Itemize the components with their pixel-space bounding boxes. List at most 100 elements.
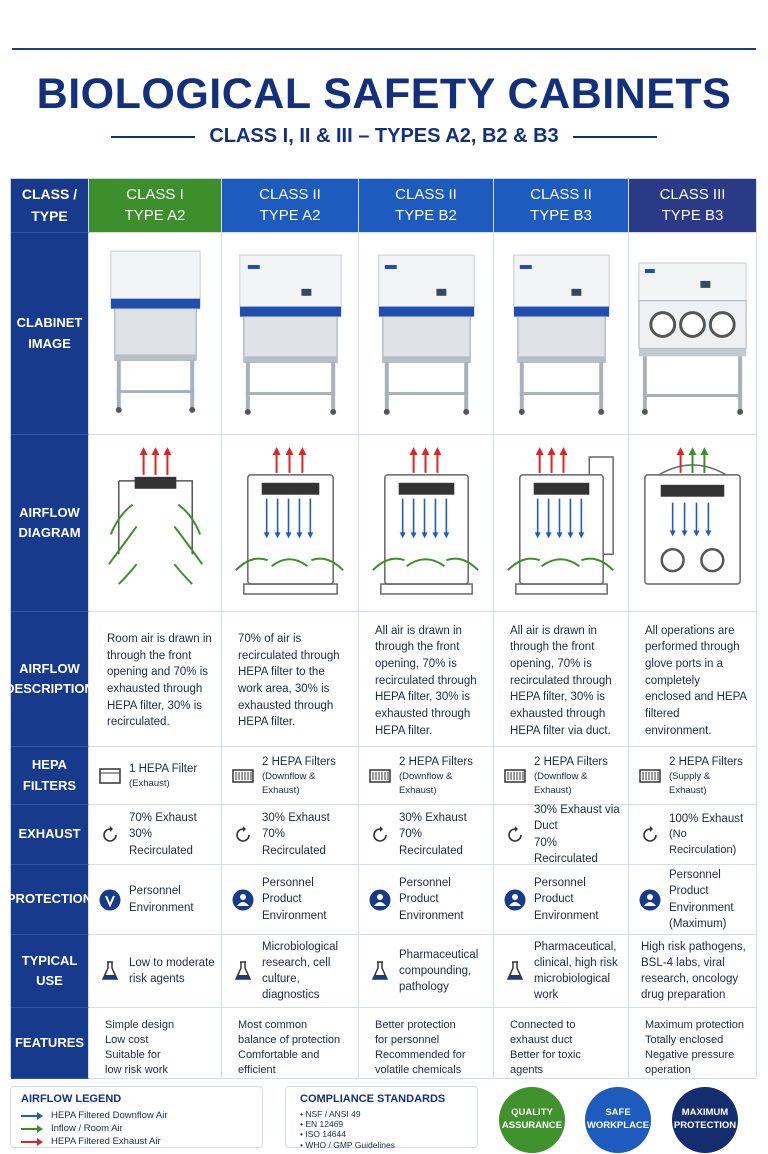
compliance-title: COMPLIANCE STANDARDS xyxy=(300,1093,446,1105)
arrow-blue-icon xyxy=(21,1111,43,1120)
airflow-description: All air is drawn in through the front op… xyxy=(359,612,494,747)
filter-icon xyxy=(99,765,121,787)
feature-line: efficient xyxy=(238,1063,276,1076)
rotation-icon xyxy=(232,824,254,846)
recirculation-value: 70% Recirculated xyxy=(534,836,598,865)
exhaust-value: 30% Exhaust xyxy=(399,812,467,825)
hepa-cell: 2 HEPA Filters(Downflow & Exhaust) xyxy=(494,747,629,805)
column-class-label: CLASS II xyxy=(395,186,457,204)
cabinet-image-class-iii xyxy=(629,233,757,435)
use-cell: Low to moderate risk agents xyxy=(89,935,222,1008)
typical-use-text: High risk pathogens, BSL-4 labs, viral r… xyxy=(641,940,746,1002)
arrow-green-icon xyxy=(21,1124,43,1133)
feature-line: Low cost xyxy=(105,1033,149,1046)
feature-line: agents xyxy=(510,1063,544,1076)
feature-line: balance of protection xyxy=(238,1033,341,1046)
exhaust-value: 100% Exhaust xyxy=(669,813,744,826)
row-header-features: FEATURES xyxy=(11,1008,89,1079)
feature-line: volatile chemicals xyxy=(375,1063,462,1076)
feature-line: Better for toxic xyxy=(510,1048,581,1061)
protection-item: Environment xyxy=(129,901,194,914)
airflow-diagram-class-ii-a2 xyxy=(222,435,359,612)
compliance-standards: COMPLIANCE STANDARDS NSF / ANSI 49 EN 12… xyxy=(285,1086,478,1150)
subtitle-row: CLASS I, II & III – TYPES A2, B2 & B3 xyxy=(0,125,768,148)
top-rule xyxy=(12,48,756,50)
person-icon xyxy=(639,889,661,911)
legend-label: Inflow / Room Air xyxy=(51,1123,123,1134)
protection-item: Environment xyxy=(669,901,734,914)
hepa-count: 2 HEPA Filters xyxy=(534,756,608,769)
recirculation-value: (No Recirculation) xyxy=(669,828,737,856)
feature-line: Most common xyxy=(238,1019,308,1031)
column-type-label: TYPE A2 xyxy=(259,206,321,224)
flask-icon xyxy=(369,960,391,982)
legend-item: HEPA Filtered Exhaust Air xyxy=(21,1135,252,1148)
maximum-protection-badge: MAXIMUM PROTECTION xyxy=(672,1087,738,1153)
airflow-description: 70% of air is recirculated through HEPA … xyxy=(222,612,359,747)
hepa-cell: 1 HEPA Filter (Exhaust) xyxy=(89,747,222,805)
typical-use-text: Pharmaceutical, clinical, high risk micr… xyxy=(534,940,618,1002)
use-cell: Pharmaceutical, clinical, high risk micr… xyxy=(494,935,629,1008)
cabinet-image-class-ii-b2 xyxy=(359,233,494,435)
legend-item: Inflow / Room Air xyxy=(21,1122,252,1135)
hepa-detail: (Supply & Exhaust) xyxy=(669,771,711,796)
legend-label: HEPA Filtered Exhaust Air xyxy=(51,1136,161,1147)
airflow-diagram-class-i xyxy=(89,435,222,612)
use-cell: High risk pathogens, BSL-4 labs, viral r… xyxy=(629,935,757,1008)
protection-item: Product xyxy=(399,893,439,906)
protection-item: Environment xyxy=(399,909,464,922)
page-title: BIOLOGICAL SAFETY CABINETS xyxy=(36,70,732,118)
feature-line: Suitable for xyxy=(105,1048,161,1061)
hepa-count: 2 HEPA Filters xyxy=(262,756,336,769)
hepa-detail: (Exhaust) xyxy=(129,777,170,789)
filter-icon xyxy=(639,765,661,787)
protection-item: Personnel xyxy=(669,869,721,882)
quality-assurance-badge: QUALITY ASSURANCE xyxy=(499,1087,565,1153)
row-header-description: AIRFLOW DESCRIPTION xyxy=(5,612,94,747)
row-header-use: TYPICAL USE xyxy=(11,935,89,1008)
hepa-detail: (Downflow & Exhaust) xyxy=(399,771,453,796)
feature-line: Comfortable and xyxy=(238,1048,320,1061)
rotation-icon xyxy=(99,824,121,846)
column-type-label: TYPE A2 xyxy=(124,206,186,224)
column-class-label: CLASS III xyxy=(659,186,726,204)
exhaust-cell: 100% Exhaust (No Recirculation) xyxy=(629,805,757,865)
cabinet-image-class-ii-b3 xyxy=(494,233,629,435)
rotation-icon xyxy=(504,824,526,846)
use-cell: Pharmaceutical compounding, pathology xyxy=(359,935,494,1008)
feature-line: Connected to xyxy=(510,1019,576,1031)
safe-workplace-badge: SAFE WORKPLACE xyxy=(585,1087,651,1153)
feature-line: low risk work xyxy=(105,1063,168,1076)
protection-item: Personnel xyxy=(534,877,586,890)
person-icon xyxy=(504,889,526,911)
protection-item: Product xyxy=(669,885,709,898)
hepa-count: 1 HEPA Filter xyxy=(129,762,198,775)
protection-item: Personnel xyxy=(129,885,181,898)
flask-icon xyxy=(504,960,526,982)
airflow-description: All operations are performed through glo… xyxy=(629,612,757,747)
typical-use-text: Low to moderate risk agents xyxy=(129,956,215,985)
subtitle-rule-left xyxy=(111,135,196,138)
airflow-diagram-class-ii-b3 xyxy=(494,435,629,612)
hepa-cell: 2 HEPA Filters(Downflow & Exhaust) xyxy=(359,747,494,805)
corner-header: CLASS / TYPE xyxy=(11,179,89,233)
cabinet-image-class-i xyxy=(89,233,222,435)
row-header-hepa: HEPA FILTERS xyxy=(11,747,89,805)
arrow-red-icon xyxy=(21,1137,43,1146)
feature-line: operation xyxy=(645,1063,691,1076)
column-class-label: CLASS I xyxy=(126,186,184,204)
column-class-label: CLASS II xyxy=(259,186,321,204)
feature-line: exhaust duct xyxy=(510,1033,573,1046)
